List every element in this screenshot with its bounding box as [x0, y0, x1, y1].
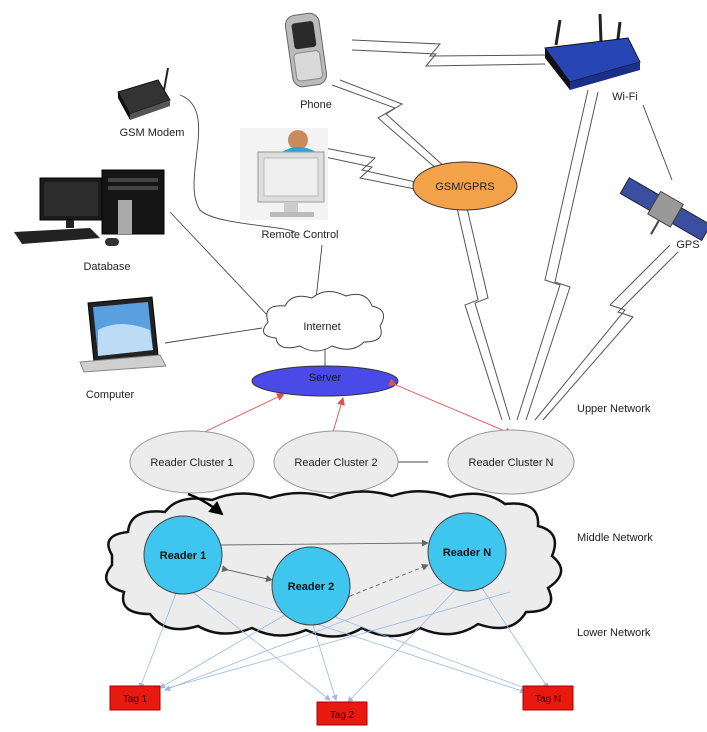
reader-1-label: Reader 1 [160, 550, 206, 562]
laptop-icon [79, 296, 167, 373]
link-reader-1-reader-n [211, 539, 429, 549]
internet-cloud [263, 291, 385, 352]
link-reader2-tag2 [311, 621, 338, 701]
wireless-link-gsm-cluster-2 [466, 207, 511, 421]
reader-cluster-2-node [273, 430, 399, 494]
gps-label: GPS [676, 239, 699, 251]
link-readern-tag1 [164, 579, 451, 691]
reader-cluster-2-label: Reader Cluster 2 [294, 457, 377, 469]
link-readern-tag2 [347, 584, 461, 703]
wireless-link-gsm-cluster [456, 207, 503, 421]
link-server-cluster-1 [187, 393, 285, 443]
database-label: Database [83, 261, 130, 273]
tag-n-node [522, 685, 574, 711]
reader-tag-links [138, 579, 549, 703]
tag-n-label: Tag N [535, 694, 561, 705]
wireless-link-phone-gsm [331, 84, 439, 171]
wifi-router-icon [544, 13, 641, 90]
link-database-internet [169, 211, 271, 319]
wireless-link-wifi-cluster-2 [525, 91, 599, 421]
wired-links [164, 94, 673, 463]
phone-icon [284, 12, 328, 88]
reader-2-node [271, 546, 351, 626]
tag-1-label: Tag 1 [123, 694, 148, 705]
link-readern-tagn [477, 581, 549, 689]
tag-2-node [316, 701, 368, 726]
wireless-link-phone-wifi-2 [351, 49, 546, 67]
reader-links [211, 539, 429, 602]
wireless-link-phone-gsm-2 [339, 79, 447, 169]
wireless-link-gps-cluster-2 [542, 251, 679, 421]
remote-control-label: Remote Control [261, 229, 338, 241]
wireless-link-remote-gsm [324, 147, 421, 184]
link-computer-internet [164, 327, 263, 344]
wifi-label: Wi-Fi [612, 91, 638, 103]
wireless-link-gps-cluster [534, 244, 671, 421]
database-computer-icon [14, 169, 165, 246]
server-label: Server [309, 372, 342, 384]
satellite-icon [619, 177, 707, 242]
reader-cluster-n-label: Reader Cluster N [469, 457, 554, 469]
reader-cluster-1-label: Reader Cluster 1 [150, 457, 233, 469]
lower-network-label: Lower Network [577, 627, 651, 639]
link-modem-remote [179, 94, 296, 233]
gsm-modem-label: GSM Modem [120, 127, 185, 139]
middle-network-label: Middle Network [577, 532, 653, 544]
remote-control-person-icon [240, 128, 328, 220]
wireless-link-remote-gsm-2 [324, 156, 421, 191]
server-cluster-links [187, 378, 513, 443]
reader-n-label: Reader N [443, 547, 491, 559]
computer-label: Computer [86, 389, 135, 401]
reader-n-node [427, 512, 507, 592]
upper-network-label: Upper Network [577, 403, 651, 415]
phone-label: Phone [300, 99, 332, 111]
wireless-link-wifi-cluster [516, 89, 589, 421]
tag-2-label: Tag 2 [330, 710, 355, 721]
tag-1-node [109, 685, 161, 711]
link-reader2-tagn [329, 614, 531, 692]
link-reader1-tag1 [138, 587, 179, 689]
gsm-gprs-label: GSM/GPRS [435, 181, 494, 193]
internet-label: Internet [303, 321, 340, 333]
gsm-gprs-node [412, 161, 518, 211]
link-wifi-gps [642, 104, 673, 181]
reader-cluster-n-node [447, 429, 575, 495]
link-reader1-tag2 [189, 589, 331, 701]
wireless-link-phone-wifi [351, 39, 546, 57]
link-reader-1-reader-2 [221, 565, 273, 583]
reader-1-node [143, 515, 223, 595]
link-cluster-1-to-cloud [187, 492, 224, 516]
link-tag1-readern-cross [167, 591, 511, 689]
link-reader1-tagn [199, 585, 526, 694]
wireless-links [324, 39, 679, 421]
reader-cluster-1-node [129, 430, 255, 494]
link-server-cluster-2 [327, 397, 345, 440]
gsm-modem-icon [117, 67, 171, 120]
link-reader2-tag1 [159, 611, 291, 689]
link-server-cluster-n [387, 378, 513, 435]
reader-2-label: Reader 2 [288, 581, 334, 593]
